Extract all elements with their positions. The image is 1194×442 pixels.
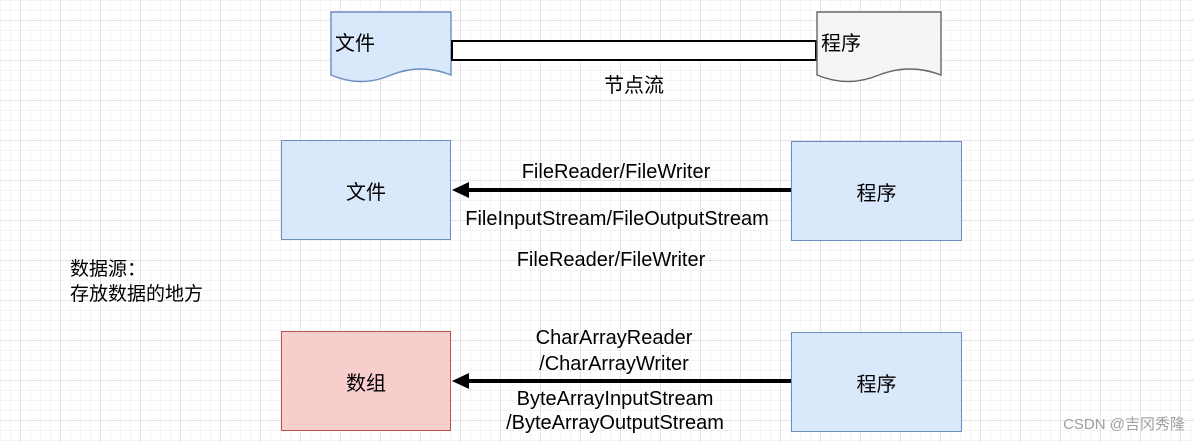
arrowhead-left-icon (452, 182, 469, 198)
array-box: 数组 (281, 331, 451, 431)
middle-arrow (452, 182, 791, 198)
arrow-shaft (465, 188, 791, 192)
file-document-label: 文件 (335, 33, 375, 55)
file-box-label: 文件 (346, 181, 386, 204)
program-box-middle: 程序 (791, 141, 962, 241)
program-document-label: 程序 (821, 33, 861, 55)
program-box-bottom: 程序 (791, 332, 962, 432)
data-source-note-line2: 存放数据的地方 (70, 284, 204, 305)
node-stream-label: 节点流 (604, 75, 664, 97)
document-wave-icon (816, 11, 942, 83)
chararrayreader-label: CharArrayReader (535, 327, 693, 349)
program-box-label: 程序 (856, 373, 897, 396)
csdn-watermark: CSDN @吉冈秀隆 (1063, 416, 1185, 433)
data-source-note-line1: 数据源： (70, 259, 147, 280)
standalone-filereader-filewriter-label: FileReader/FileWriter (516, 249, 706, 271)
fileinputstream-fileoutputstream-label: FileInputStream/FileOutputStream (465, 208, 769, 230)
chararraywriter-label: /CharArrayWriter (539, 353, 689, 375)
file-document-shape: 文件 (330, 11, 452, 89)
bytearrayoutputstream-label: /ByteArrayOutputStream (506, 412, 724, 434)
bytearrayinputstream-label: ByteArrayInputStream (516, 388, 714, 410)
bottom-arrow (452, 373, 791, 389)
document-wave-icon (330, 11, 452, 83)
program-document-shape: 程序 (816, 11, 942, 89)
arrowhead-left-icon (452, 373, 469, 389)
file-box: 文件 (281, 140, 451, 240)
data-source-note: 数据源： 存放数据的地方 (70, 257, 203, 307)
filereader-filewriter-label: FileReader/FileWriter (521, 161, 711, 183)
array-box-label: 数组 (346, 372, 386, 395)
program-box-label: 程序 (856, 182, 897, 205)
node-stream-pipe (451, 40, 817, 61)
arrow-shaft (465, 379, 791, 383)
